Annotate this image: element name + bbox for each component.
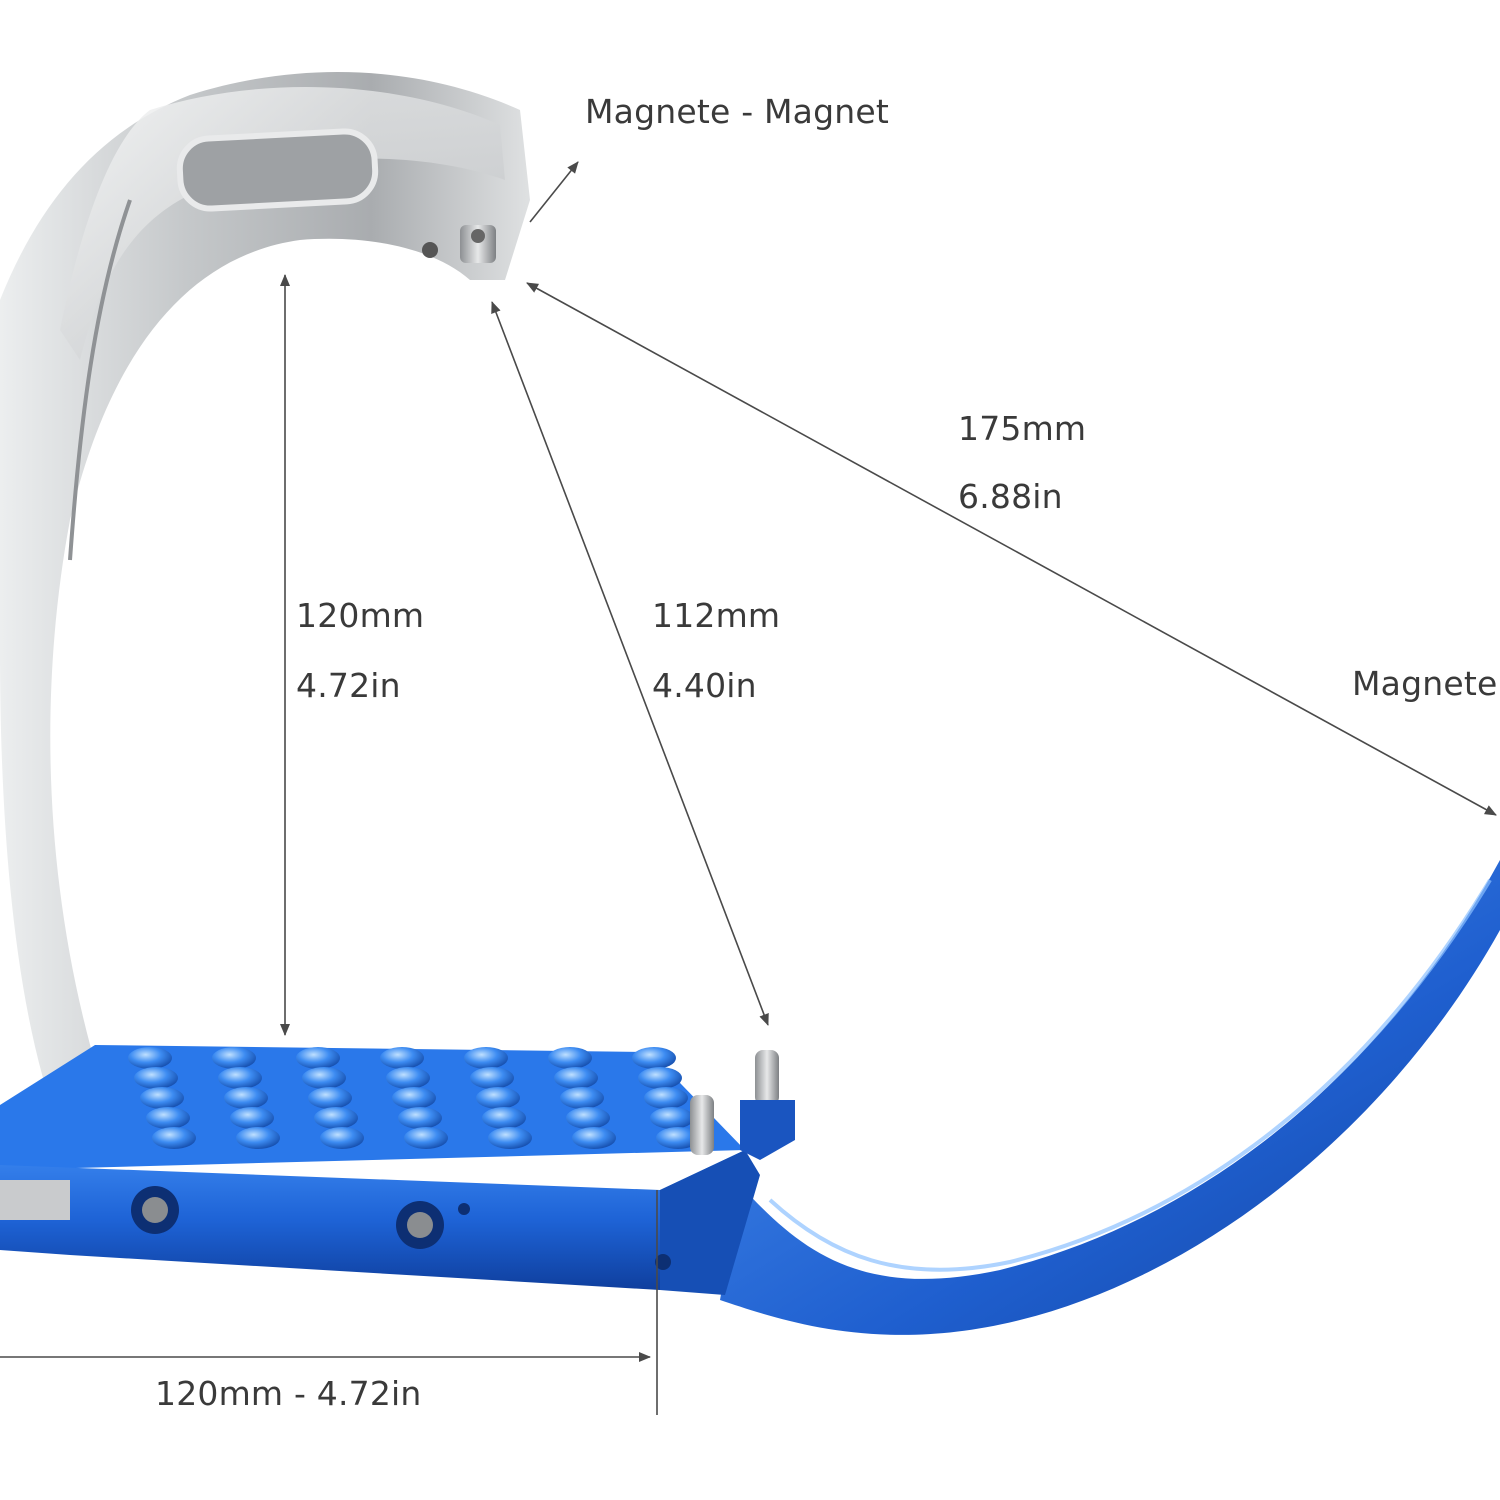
footbed-spike	[632, 1047, 676, 1069]
magnet-top-label: Magnete - Magnet	[585, 92, 889, 131]
diagonal-in-label: 6.88in	[958, 477, 1063, 516]
footbed-side	[0, 1150, 745, 1290]
footbed-screw-left-inner	[142, 1197, 168, 1223]
footbed-spike	[146, 1107, 190, 1129]
footbed-spike	[224, 1087, 268, 1109]
footbed-spike	[152, 1127, 196, 1149]
footbed-corner-screw	[655, 1254, 671, 1270]
height-in-label: 4.72in	[296, 666, 401, 705]
silver-arch-inner-face	[60, 87, 505, 360]
blue-side-arm	[720, 860, 1500, 1335]
footbed-spike	[470, 1067, 514, 1089]
footbed-spike	[560, 1087, 604, 1109]
arch-groove	[68, 199, 132, 561]
footbed-spike	[638, 1067, 682, 1089]
footbed-spike	[212, 1047, 256, 1069]
footbed-front-face	[660, 1150, 760, 1295]
footbed-spike	[404, 1127, 448, 1149]
footbed-spike	[548, 1047, 592, 1069]
footbed-spike	[554, 1067, 598, 1089]
footbed-spike	[488, 1127, 532, 1149]
blue-arm-highlight	[768, 878, 1492, 1272]
dim-line-slant	[491, 301, 769, 1026]
footbed-spike	[140, 1087, 184, 1109]
footbed-small-screw	[458, 1203, 470, 1215]
footbed-spike	[464, 1047, 508, 1069]
footbed-spike	[644, 1087, 688, 1109]
footbed-spike	[302, 1067, 346, 1089]
magnet-screw	[422, 242, 438, 258]
footbed-screw-mid-inner	[407, 1212, 433, 1238]
footbed-spike	[380, 1047, 424, 1069]
magnet-pin-head	[471, 229, 485, 243]
dim-line-diagonal	[526, 282, 1497, 816]
footbed-spike	[236, 1127, 280, 1149]
footbed-spike	[314, 1107, 358, 1129]
width-label: 120mm - 4.72in	[155, 1374, 422, 1413]
hinge-pin-left	[690, 1095, 714, 1155]
footbed-spike	[296, 1047, 340, 1069]
hinge-block	[740, 1100, 795, 1160]
footbed-spikes	[128, 1047, 700, 1149]
slant-in-label: 4.40in	[652, 666, 757, 705]
footbed-spike	[656, 1127, 700, 1149]
slant-mm-label: 112mm	[652, 596, 780, 635]
silver-arch	[0, 72, 530, 1130]
footbed-spike	[386, 1067, 430, 1089]
footbed-silver-edge	[0, 1180, 70, 1220]
footbed-spike	[398, 1107, 442, 1129]
diagonal-mm-label: 175mm	[958, 409, 1086, 448]
arch-slot	[176, 128, 379, 212]
footbed-spike	[308, 1087, 352, 1109]
footbed-top	[0, 1045, 745, 1170]
footbed-spike	[218, 1067, 262, 1089]
height-mm-label: 120mm	[296, 596, 424, 635]
magnet-pin	[460, 225, 496, 263]
footbed-spike	[320, 1127, 364, 1149]
footbed-spike	[650, 1107, 694, 1129]
footbed-spike	[572, 1127, 616, 1149]
footbed-spike	[482, 1107, 526, 1129]
footbed-spike	[392, 1087, 436, 1109]
footbed-spike	[128, 1047, 172, 1069]
footbed-spike	[230, 1107, 274, 1129]
footbed-spike	[134, 1067, 178, 1089]
footbed-spike	[566, 1107, 610, 1129]
footbed-spike	[476, 1087, 520, 1109]
magnet-pointer	[529, 161, 579, 223]
magnet-right-label: Magnete	[1352, 664, 1498, 703]
hinge-pin-right	[755, 1050, 779, 1105]
